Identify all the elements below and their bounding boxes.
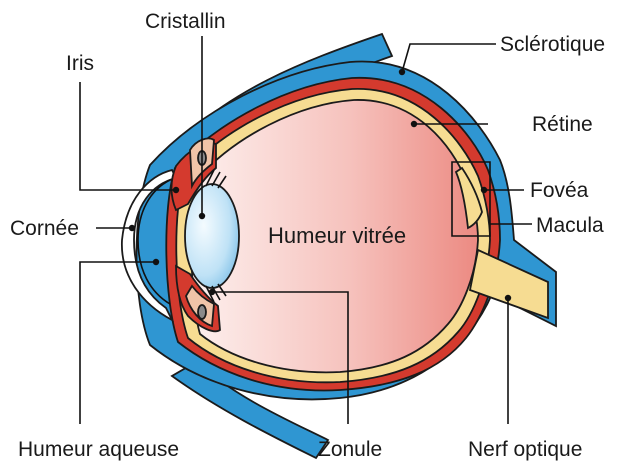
dot-retine xyxy=(411,121,417,127)
label-sclerotique: Sclérotique xyxy=(500,33,605,56)
dot-zonule xyxy=(209,289,215,295)
label-retine: Rétine xyxy=(532,113,593,136)
label-humeur-aqueuse: Humeur aqueuse xyxy=(18,438,179,461)
dot-fovea xyxy=(481,187,487,193)
leader-sclerotique xyxy=(402,44,496,72)
dot-iris xyxy=(173,187,179,193)
label-cristallin: Cristallin xyxy=(145,10,226,33)
dot-cristallin xyxy=(199,213,205,219)
label-macula: Macula xyxy=(536,214,604,237)
label-fovea: Fovéa xyxy=(530,179,589,202)
label-humeur-vitree: Humeur vitrée xyxy=(268,223,406,248)
label-nerf-optique: Nerf optique xyxy=(468,438,582,461)
label-iris: Iris xyxy=(66,52,94,75)
label-zonule: Zonule xyxy=(318,438,382,461)
dot-cornee xyxy=(129,225,135,231)
ciliary-spot-bottom xyxy=(198,305,206,319)
dot-nerf-optique xyxy=(505,295,511,301)
dot-sclerotique xyxy=(399,69,405,75)
label-cornee: Cornée xyxy=(10,217,79,240)
dot-humeur-aqueuse xyxy=(153,259,159,265)
lens xyxy=(185,184,239,288)
